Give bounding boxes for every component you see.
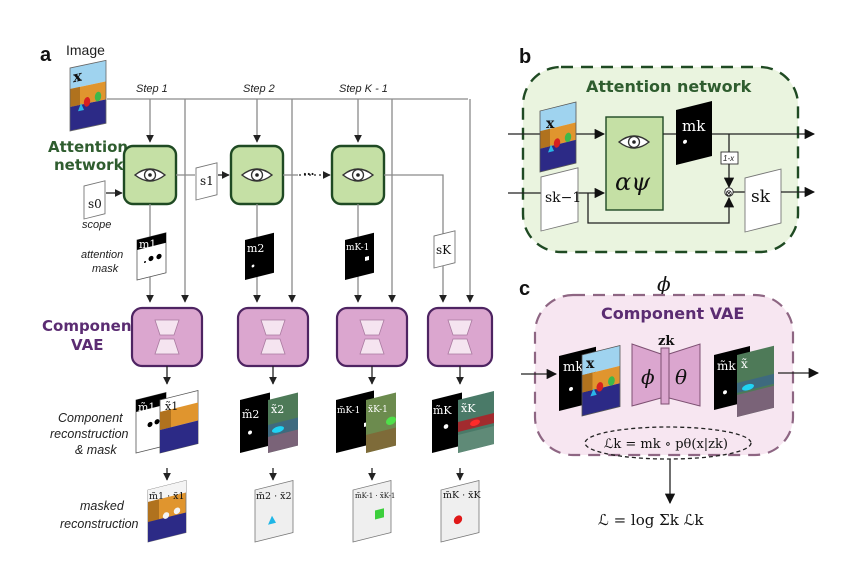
recon-mask-2 bbox=[240, 392, 270, 453]
recon-image-2 bbox=[268, 392, 298, 453]
latent-block[interactable] bbox=[660, 347, 670, 405]
panel-b-scope-out-symbol: sk bbox=[751, 187, 771, 207]
masked-K-symbol: m̃K · x̃K bbox=[443, 490, 482, 501]
attention-block[interactable] bbox=[330, 144, 386, 206]
panel-c-top-symbol: ϕ bbox=[657, 272, 671, 296]
recon-mask-1-symbol: m̃1 bbox=[138, 401, 155, 414]
input-image: x bbox=[69, 59, 107, 132]
vae-block[interactable] bbox=[335, 306, 409, 368]
panel-b-scope-out bbox=[744, 168, 782, 233]
recon-image-1 bbox=[159, 390, 199, 454]
masked-recon-1 bbox=[147, 480, 187, 543]
attention-mask-label: mask bbox=[92, 263, 119, 275]
recon-image-1-symbol: x̃1 bbox=[165, 400, 178, 413]
recon-mask-2-symbol: m̃2 bbox=[242, 408, 259, 421]
attention-network-heading: Attention network bbox=[586, 77, 752, 96]
image-symbol: x bbox=[73, 66, 83, 86]
image-label: Image bbox=[66, 42, 105, 58]
panel-b-label: b bbox=[519, 46, 531, 68]
panel-c-output-image bbox=[737, 345, 774, 417]
scope-sK bbox=[433, 230, 456, 269]
latent-symbol: zk bbox=[658, 334, 675, 349]
vae-block[interactable] bbox=[236, 306, 310, 368]
panel-c-input-image bbox=[581, 345, 621, 417]
recon-mask-1 bbox=[135, 392, 167, 454]
recon-image-K-symbol: x̃K bbox=[461, 402, 476, 415]
masked-label: reconstruction bbox=[60, 517, 139, 531]
recon-image-K bbox=[458, 391, 494, 453]
panel-c-x-symbol: x bbox=[586, 356, 595, 372]
masked-label: masked bbox=[80, 499, 125, 513]
recon-label: & mask bbox=[75, 443, 117, 457]
attention-block[interactable] bbox=[229, 144, 285, 206]
attention-mask-m1 bbox=[136, 232, 167, 281]
decoder-symbol: θ bbox=[675, 365, 687, 389]
scope-s0 bbox=[83, 180, 106, 220]
masked-recon-K bbox=[440, 480, 480, 543]
panel-b-output-mask bbox=[676, 101, 712, 165]
attention-network-block[interactable] bbox=[605, 116, 664, 211]
masked-recon-K-1 bbox=[352, 480, 392, 543]
panel-c-mask-symbol: mk bbox=[563, 360, 583, 375]
mask-m2-symbol: m2 bbox=[247, 242, 264, 255]
masked-recon-2 bbox=[254, 480, 294, 543]
attention-mask-label: attention bbox=[81, 249, 123, 261]
panel-c-output-mask-symbol: m̃k bbox=[717, 359, 736, 373]
vae-block[interactable] bbox=[130, 306, 204, 368]
attention-block[interactable] bbox=[122, 144, 178, 206]
scope-sK-symbol: sK bbox=[436, 243, 452, 257]
step-label: Step K - 1 bbox=[339, 83, 388, 95]
ellipsis: ··· bbox=[303, 168, 315, 181]
step-label: Step 2 bbox=[243, 83, 275, 95]
attention-heading: network bbox=[54, 156, 125, 174]
panel-b-x-symbol: x bbox=[546, 116, 555, 132]
complement-op: 1-x bbox=[723, 154, 735, 163]
encoder-symbol: ϕ bbox=[641, 365, 655, 389]
recon-mask-K bbox=[432, 392, 462, 453]
scope-label: scope bbox=[82, 219, 111, 231]
attention-heading: Attention bbox=[48, 138, 128, 156]
component-loss-ellipse bbox=[584, 426, 752, 460]
panel-b-input-image bbox=[539, 101, 577, 173]
scope-s1-symbol: s1 bbox=[200, 174, 214, 188]
panel-b-mask-symbol: mk bbox=[682, 117, 706, 135]
masked-2-symbol: m̃2 · x̃2 bbox=[256, 491, 292, 502]
vae-block[interactable] bbox=[426, 306, 494, 368]
recon-mask-K-symbol: m̃K bbox=[433, 404, 452, 417]
step-label: Step 1 bbox=[136, 83, 168, 95]
decoder-block[interactable] bbox=[668, 343, 701, 407]
panel-a-label: a bbox=[40, 44, 52, 66]
vae-heading: Component bbox=[42, 317, 139, 335]
attention-mask-mK-1 bbox=[345, 232, 374, 280]
scope-s1 bbox=[195, 162, 218, 201]
vae-heading: VAE bbox=[71, 336, 103, 354]
masked-K-1-symbol: m̃K-1 · x̃K-1 bbox=[355, 491, 395, 500]
alpha-psi-symbol: αψ bbox=[615, 168, 651, 196]
recon-label: Component bbox=[58, 411, 123, 425]
mask-m1-symbol: m1 bbox=[139, 238, 156, 251]
recon-mask-K-1-symbol: m̃K-1 bbox=[337, 405, 360, 416]
component-vae-heading: Component VAE bbox=[601, 304, 744, 323]
panel-b-scope-in bbox=[540, 167, 579, 232]
mask-mK-1-symbol: mK-1 bbox=[346, 243, 369, 253]
panel-c-label: c bbox=[519, 278, 530, 300]
panel-b-scope-in-symbol: sk−1 bbox=[545, 190, 581, 206]
component-loss: ℒk = mk ∘ pθ(x|zk) bbox=[604, 437, 728, 452]
recon-image-2-symbol: x̃2 bbox=[271, 403, 284, 416]
attention-mask-m2 bbox=[245, 232, 274, 280]
recon-label: reconstruction bbox=[50, 427, 129, 441]
scope-s0-symbol: s0 bbox=[88, 197, 102, 211]
recon-image-K-1-symbol: x̃K-1 bbox=[368, 404, 388, 415]
multiply-op: ⊗ bbox=[725, 189, 733, 199]
total-loss: ℒ = log Σk ℒk bbox=[598, 511, 704, 529]
recon-image-K-1 bbox=[366, 392, 396, 453]
panel-c-output-x-symbol: x̃ bbox=[741, 357, 748, 371]
masked-1-symbol: m̃1 · x̃1 bbox=[149, 491, 185, 502]
